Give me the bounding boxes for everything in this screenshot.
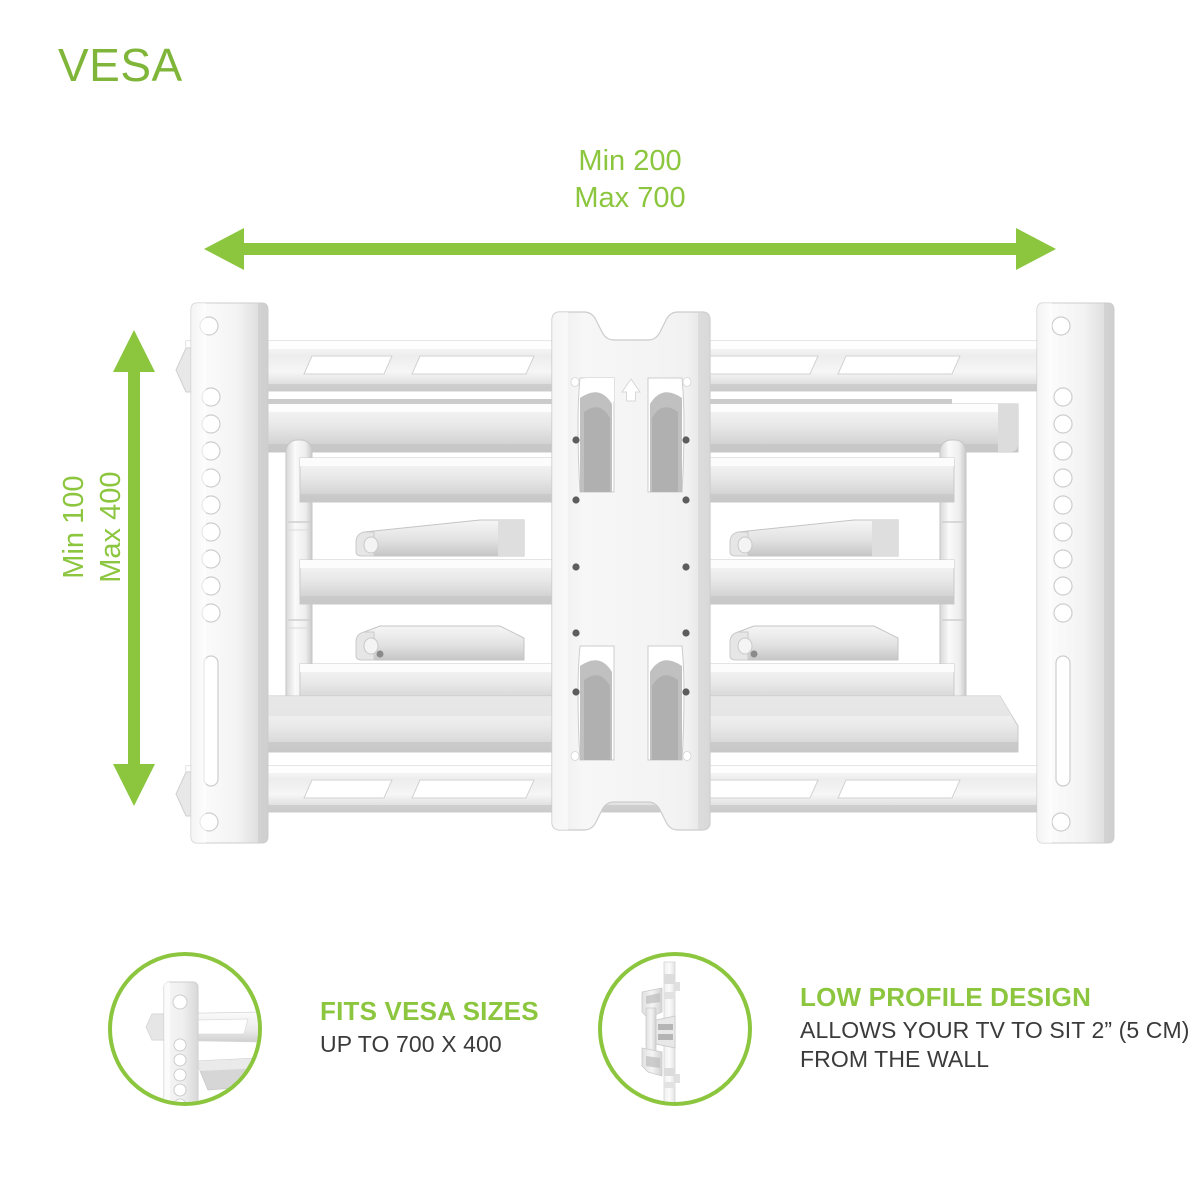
feature-left-line-1: UP TO 700 X 400 [320, 1031, 502, 1058]
vesa-adapter-bracket-bottom-left [355, 625, 525, 661]
page-title: VESA [58, 39, 183, 91]
width-min-label: Min 200 [578, 145, 682, 177]
pivot-cylinder-left [285, 439, 313, 713]
feature-right-line-2: FROM THE WALL [800, 1046, 990, 1073]
center-vesa-plate [551, 311, 711, 831]
feature-right-heading: LOW PROFILE DESIGN [800, 982, 1092, 1012]
feature-icon-circle-right [598, 952, 752, 1106]
vesa-adapter-bracket-bottom-right [729, 625, 899, 661]
vesa-adapter-bracket-top-right [729, 519, 899, 557]
width-dimension-label: Min 200 Max 700 [430, 143, 830, 217]
feature-left-subtext: UP TO 700 X 400 [320, 1030, 539, 1059]
right-vesa-rail [1036, 302, 1115, 844]
width-max-label: Max 700 [574, 182, 686, 215]
feature-left-heading: FITS VESA SIZES [320, 996, 539, 1026]
height-dimension-label: Min 100 Max 400 [56, 402, 130, 652]
vesa-rail-closeup-icon [145, 981, 258, 1102]
feature-right-line-1: ALLOWS YOUR TV TO SIT 2” (5 CM) [800, 1017, 1190, 1044]
feature-text-right: LOW PROFILE DESIGN ALLOWS YOUR TV TO SIT… [800, 982, 1190, 1074]
height-min-label: Min 100 [57, 475, 90, 579]
vesa-plate-screw-holes [572, 436, 690, 696]
feature-text-left: FITS VESA SIZES UP TO 700 X 400 [320, 996, 539, 1059]
height-max-label: Max 400 [95, 471, 127, 583]
mount-side-profile-icon [641, 961, 680, 1102]
feature-icon-circle-left [108, 952, 262, 1106]
feature-right-subtext: ALLOWS YOUR TV TO SIT 2” (5 CM) FROM THE… [800, 1016, 1190, 1074]
left-vesa-rail [175, 302, 269, 844]
up-arrow-orientation-marker [621, 378, 641, 402]
vesa-adapter-bracket-top-left [355, 519, 525, 557]
